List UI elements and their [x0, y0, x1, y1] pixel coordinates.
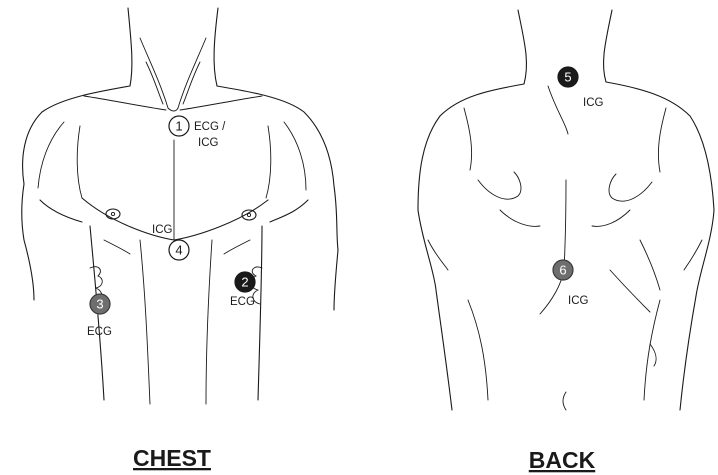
chest-figure: [22, 8, 338, 404]
electrode-1: 1: [169, 116, 189, 136]
electrode-6-label: ICG: [568, 295, 589, 307]
electrode-6-number: 6: [559, 263, 566, 278]
electrode-3: 3: [90, 294, 110, 314]
electrode-1-label-line2: ICG: [198, 137, 219, 149]
electrode-4-label: ICG: [152, 224, 173, 236]
electrode-2: 2: [235, 272, 255, 292]
electrode-5: 5: [558, 67, 578, 87]
electrode-4: 4: [169, 240, 189, 260]
electrode-2-label: ECG: [230, 296, 255, 308]
electrode-2-number: 2: [241, 275, 248, 290]
back-caption: BACK: [529, 447, 596, 473]
electrode-1-number: 1: [175, 119, 182, 134]
electrode-5-label: ICG: [583, 97, 604, 109]
electrode-4-number: 4: [175, 243, 182, 258]
electrode-3-number: 3: [96, 297, 103, 312]
electrode-5-number: 5: [564, 70, 571, 85]
electrode-3-label: ECG: [87, 326, 112, 338]
electrode-6: 6: [553, 260, 573, 280]
electrode-1-label-line1: ECG /: [194, 121, 226, 133]
chest-caption: CHEST: [133, 445, 211, 471]
